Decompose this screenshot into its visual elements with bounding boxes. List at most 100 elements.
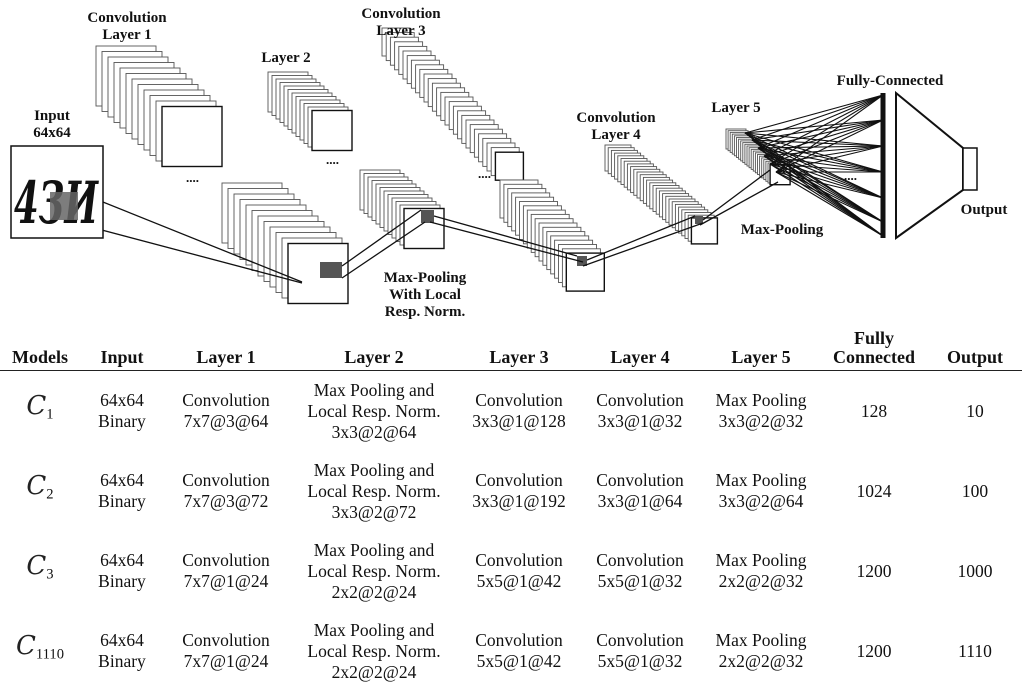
connection-line xyxy=(769,163,884,237)
cell-input: 64x64 Binary xyxy=(98,470,146,511)
connection-lines xyxy=(63,94,884,284)
connection-line xyxy=(429,221,584,263)
connection-line xyxy=(769,163,884,223)
cell-output: 100 xyxy=(961,480,989,501)
cell-input: 64x64 Binary xyxy=(98,630,146,671)
connection-line xyxy=(757,119,884,149)
connection-line xyxy=(775,171,884,237)
connection-line xyxy=(341,221,426,279)
column-header: Layer 3 xyxy=(460,325,578,371)
cell-layer4: Convolution 3x3@1@32 xyxy=(596,390,684,431)
connection-line xyxy=(769,94,884,165)
layer2-label: Layer 2 xyxy=(261,50,310,66)
connection-line xyxy=(757,145,884,149)
conv1-top-stack xyxy=(95,45,223,168)
column-header: Input xyxy=(80,325,164,371)
connection-line xyxy=(757,94,884,149)
cell-layer5: Max Pooling 2x2@2@32 xyxy=(715,630,807,671)
connection-line xyxy=(744,132,884,173)
cell-output: 1110 xyxy=(958,640,992,661)
connection-line xyxy=(763,155,884,237)
column-header: Models xyxy=(0,325,80,371)
cell-layer1: Convolution 7x7@1@24 xyxy=(182,630,270,671)
cell-layer2: Max Pooling and Local Resp. Norm. 2x2@2@… xyxy=(307,619,441,682)
model-name-cell: C1110 xyxy=(0,611,80,691)
cell-fc: 1200 xyxy=(856,560,892,581)
connection-line xyxy=(769,163,884,199)
ellipsis-fc: .... xyxy=(844,168,857,183)
receptive-field-highlight xyxy=(320,262,342,278)
connection-line xyxy=(433,215,578,257)
cell-layer3: Convolution 3x3@1@128 xyxy=(472,390,566,431)
model-name-cell: C3 xyxy=(0,531,80,611)
conv4-stack xyxy=(604,144,719,245)
table-row: C2 64x64 Binary Convolution 7x7@3@72 Max Po… xyxy=(0,451,1022,531)
cell-layer2: Max Pooling and Local Resp. Norm. 3x3@2@… xyxy=(307,459,441,522)
cell-layer5: Max Pooling 2x2@2@32 xyxy=(715,550,807,591)
cell-layer4: Convolution 5x5@1@32 xyxy=(596,550,684,591)
model-name: C xyxy=(16,631,36,662)
cell-layer2: Max Pooling and Local Resp. Norm. 3x3@2@… xyxy=(307,379,441,442)
cell-output: 1000 xyxy=(957,560,993,581)
conv3-bottom-stack xyxy=(499,179,605,292)
cell-layer1: Convolution 7x7@1@24 xyxy=(182,550,270,591)
cell-input: 64x64 Binary xyxy=(98,390,146,431)
cell-layer3: Convolution 5x5@1@42 xyxy=(475,630,563,671)
layer2-top-stack xyxy=(267,71,353,152)
conv1-bottom-stack xyxy=(221,182,349,305)
cell-layer4: Convolution 3x3@1@64 xyxy=(596,470,684,511)
connection-line xyxy=(775,94,884,173)
column-header: Layer 1 xyxy=(164,325,288,371)
column-header: Output xyxy=(928,325,1022,371)
cell-layer1: Convolution 7x7@3@72 xyxy=(182,470,270,511)
column-header: Layer 2 xyxy=(288,325,460,371)
layer2-bottom-stack xyxy=(359,169,445,250)
model-name-cell: C1 xyxy=(0,371,80,452)
cell-layer5: Max Pooling 3x3@2@32 xyxy=(715,390,807,431)
cell-input: 64x64 Binary xyxy=(98,550,146,591)
cell-layer4: Convolution 5x5@1@32 xyxy=(596,630,684,671)
connection-line xyxy=(775,145,884,173)
connection-line xyxy=(769,145,884,165)
connection-line xyxy=(744,94,884,134)
receptive-field-highlight xyxy=(577,256,587,266)
connection-line xyxy=(77,191,303,283)
model-name: C xyxy=(26,551,47,582)
fully-connected-block xyxy=(880,90,978,240)
cell-fc: 1024 xyxy=(856,480,892,501)
connection-line xyxy=(763,145,884,157)
ellipsis-conv1: .... xyxy=(186,170,199,185)
ellipsis-conv3: .... xyxy=(478,166,491,181)
input-receptive-field xyxy=(50,192,78,220)
connection-line xyxy=(775,171,884,199)
connection-line xyxy=(582,222,704,267)
model-subscript: 1 xyxy=(46,406,54,423)
model-name-cell: C2 xyxy=(0,451,80,531)
ellipsis-layer2: .... xyxy=(326,152,339,167)
connection-line xyxy=(751,119,884,141)
output-label: Output xyxy=(961,202,1008,218)
layer5-label: Layer 5 xyxy=(711,100,760,116)
cell-layer3: Convolution 5x5@1@42 xyxy=(475,550,563,591)
cell-layer2: Max Pooling and Local Resp. Norm. 2x2@2@… xyxy=(307,539,441,602)
connection-line xyxy=(586,215,696,261)
cell-layer3: Convolution 3x3@1@192 xyxy=(472,470,566,511)
connection-line xyxy=(751,139,884,223)
cell-output: 10 xyxy=(966,400,984,421)
conv3-top-stack xyxy=(381,27,525,181)
column-header: Layer 5 xyxy=(702,325,820,371)
cell-layer5: Max Pooling 3x3@2@64 xyxy=(715,470,807,511)
connection-line xyxy=(775,171,884,223)
connection-line xyxy=(744,132,884,147)
output-node-box xyxy=(962,147,978,191)
connection-line xyxy=(699,181,779,226)
